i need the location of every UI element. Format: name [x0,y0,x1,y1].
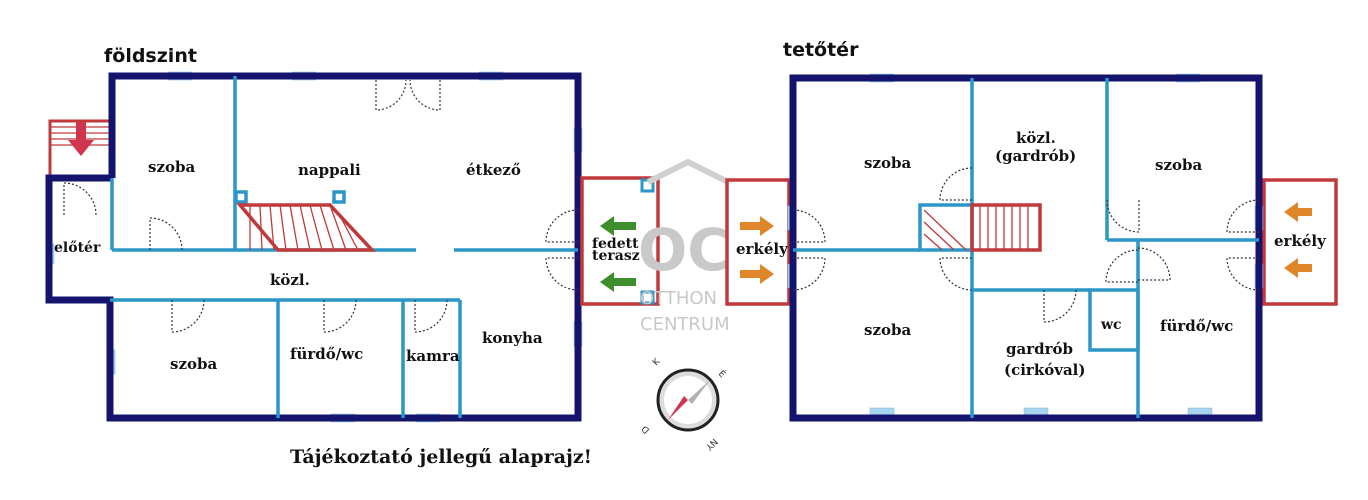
svg-text:NY: NY [703,436,719,452]
room-label-wc: wc [1100,317,1122,333]
ground-stairs [236,203,377,252]
watermark-logo: OC OTTHON CENTRUM [638,158,730,335]
balcony-left [725,178,791,306]
room-label-gardrob: gardrób [1006,340,1073,358]
room-label-szoba: szoba [864,321,911,339]
room-label-konyha: konyha [482,329,543,347]
room-label-kozl: (gardrób) [995,147,1076,165]
room-label-furdo: fürdő/wc [290,345,363,363]
room-label-erkely: erkély [736,240,789,258]
ground-exterior-wall [45,72,582,422]
room-label-szoba: szoba [864,154,911,172]
room-label-nappali: nappali [298,161,361,179]
attic-stairs [923,203,1042,252]
room-label-gardrob: (cirkóval) [1004,361,1085,379]
svg-text:CENTRUM: CENTRUM [640,314,730,335]
ground-interior-walls [110,76,578,418]
room-label-terasz: terasz [592,248,640,264]
entry-arrow-icon [68,122,94,156]
attic-floor-title: tetőtér [783,39,859,61]
ground-floor-title: földszint [104,45,197,67]
attic-exterior-wall [789,74,1263,422]
covered-terrace [580,176,660,306]
room-label-erkely: erkély [1274,232,1327,250]
compass-icon: É K D NY [640,356,729,452]
svg-text:K: K [651,356,663,368]
room-label-kozl: közl. [1016,129,1056,147]
terrace-arrow-icon [600,216,636,292]
balcony-right [1262,178,1338,306]
svg-text:OTTHON: OTTHON [640,288,717,309]
ground-floor: előtér szoba nappali étkező közl. szoba … [45,71,660,423]
ground-windows [45,71,583,423]
room-label-etkezo: étkező [466,161,521,179]
ground-doors [63,79,579,333]
room-label-szoba: szoba [1155,156,1202,174]
room-label-furdo: fürdő/wc [1160,317,1233,335]
room-label-kamra: kamra [406,347,460,365]
room-label-szoba: szoba [148,158,195,176]
room-label-szoba: szoba [170,355,217,373]
svg-text:É: É [716,368,729,381]
room-label-eloter: előtér [54,240,101,256]
room-label-terasz: fedett [592,236,639,252]
attic-floor: erkély szoba közl. (gardrób) szoba szoba… [725,73,1338,422]
svg-text:OC: OC [638,216,730,284]
balcony-arrow-icon [740,202,1312,284]
terrace-post [640,290,655,305]
svg-text:D: D [640,423,652,435]
attic-doors [792,167,1260,323]
attic-interior-walls [793,78,1259,418]
disclaimer-note: Tájékoztató jellegű alaprajz! [290,446,592,468]
room-label-kozl: közl. [270,271,310,289]
